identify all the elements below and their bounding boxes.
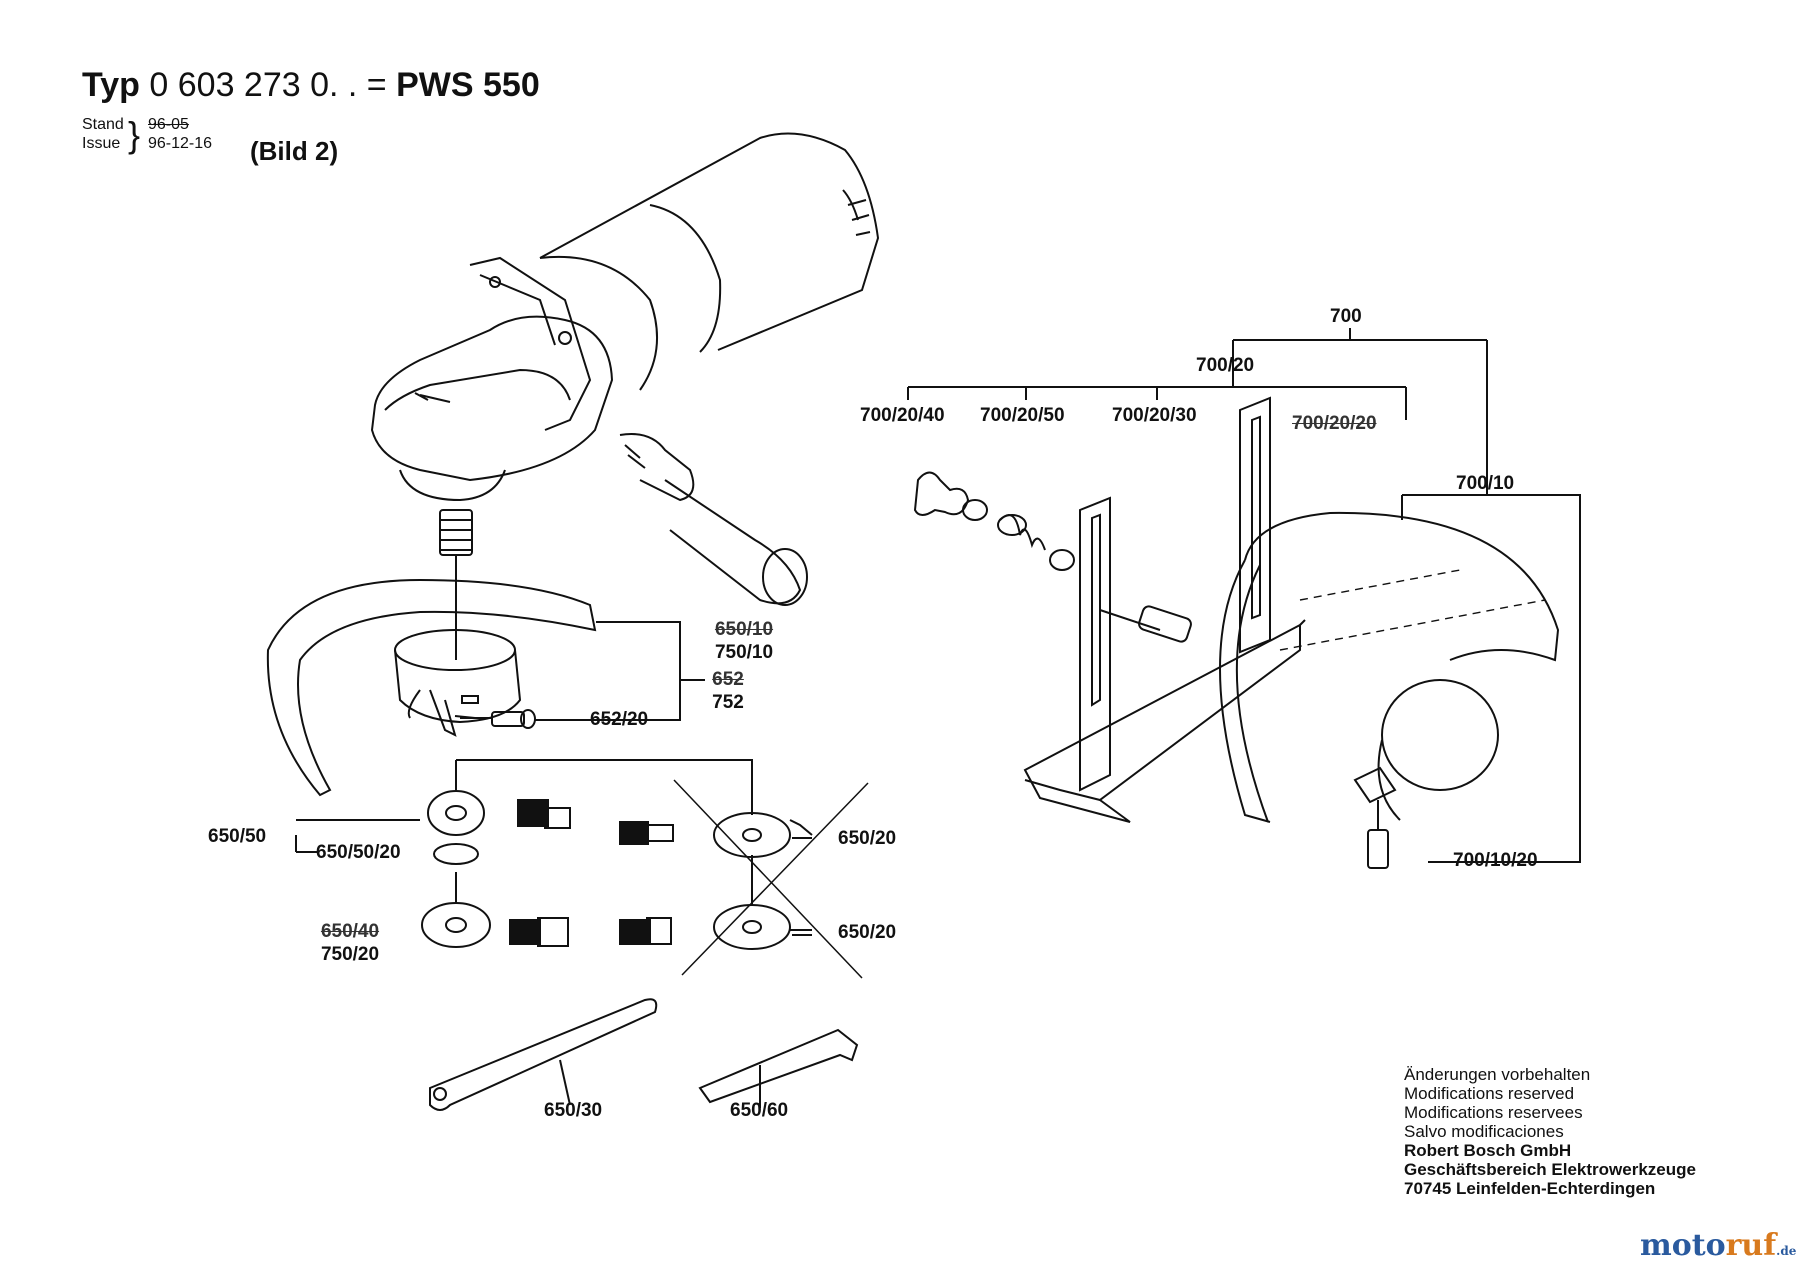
part-label-750-10: 750/10 (714, 642, 774, 663)
issue-label: Issue (82, 135, 121, 152)
footer-division: Geschäftsbereich Elektrowerkzeuge (1404, 1160, 1696, 1179)
part-label-700-20-40: 700/20/40 (860, 405, 945, 426)
part-label-650-30: 650/30 (544, 1100, 603, 1121)
part-stack-750-10: 650/10 750/10 (708, 618, 780, 664)
part-label-650-20-lower: 650/20 (838, 922, 897, 943)
part-label-650-10-obsolete: 650/10 (714, 619, 774, 640)
footer-line-de: Änderungen vorbehalten (1404, 1065, 1591, 1084)
footer-company: Robert Bosch GmbH (1404, 1141, 1572, 1160)
page-title: Typ 0 603 273 0. . = PWS 550 (82, 66, 540, 105)
figure-number: (Bild 2) (250, 136, 339, 166)
part-label-700-20: 700/20 (1196, 355, 1255, 376)
part-label-650-20-upper: 650/20 (838, 828, 897, 849)
part-label-650-60: 650/60 (730, 1100, 789, 1121)
part-label-750-20: 750/20 (320, 944, 380, 965)
flange-illustrations (295, 759, 869, 979)
part-label-700-20-30: 700/20/30 (1112, 405, 1197, 426)
wheel-guard-illustration (266, 578, 597, 797)
stand-date-old: 96-05 (148, 116, 189, 133)
spanner-illustrations (429, 998, 859, 1111)
part-label-652-obsolete: 652 (712, 669, 744, 690)
logo-tld: .de (1776, 1244, 1797, 1258)
part-label-700: 700 (1330, 306, 1362, 327)
typ-label: Typ (82, 66, 140, 104)
footer-line-es: Salvo modificaciones (1404, 1122, 1564, 1141)
part-stack-750-20: 650/40 750/20 (314, 920, 386, 966)
part-label-652-20: 652/20 (590, 709, 649, 730)
part-label-650-50-20: 650/50/20 (316, 842, 401, 863)
part-label-650-40-obsolete: 650/40 (320, 921, 380, 942)
part-label-650-50: 650/50 (208, 826, 267, 847)
stand-label: Stand (82, 116, 124, 133)
angle-grinder-illustration (370, 132, 880, 660)
brace-icon: } (128, 114, 141, 155)
part-label-752: 752 (712, 692, 744, 713)
part-label-700-10-20: 700/10/20 (1453, 850, 1538, 871)
typ-number: 0 603 273 0. . = (149, 66, 387, 104)
model-name: PWS 550 (396, 66, 540, 104)
footer-notice: Änderungen vorbehalten Modifications res… (1404, 1065, 1696, 1198)
part-stack-752: 652 752 (708, 668, 748, 714)
parts-tree-lines (907, 328, 1581, 863)
footer-address: 70745 Leinfelden-Echterdingen (1404, 1179, 1656, 1198)
footer-line-en: Modifications reserved (1404, 1084, 1575, 1103)
issue-date: 96-12-16 (148, 135, 213, 152)
part-label-700-20-20-obsolete: 700/20/20 (1292, 413, 1377, 434)
logo-moto: moto (1640, 1228, 1726, 1263)
logo-ruf: ruf (1725, 1228, 1777, 1263)
motoruf-watermark-logo: motoruf.de (1640, 1228, 1796, 1263)
footer-line-fr: Modifications reservees (1404, 1103, 1583, 1122)
cutting-guide-illustration (913, 396, 1560, 869)
stand-issue-block: Stand Issue } 96-05 96-12-16 (82, 115, 212, 153)
part-label-700-20-50: 700/20/50 (980, 405, 1065, 426)
part-label-700-10: 700/10 (1456, 473, 1515, 494)
